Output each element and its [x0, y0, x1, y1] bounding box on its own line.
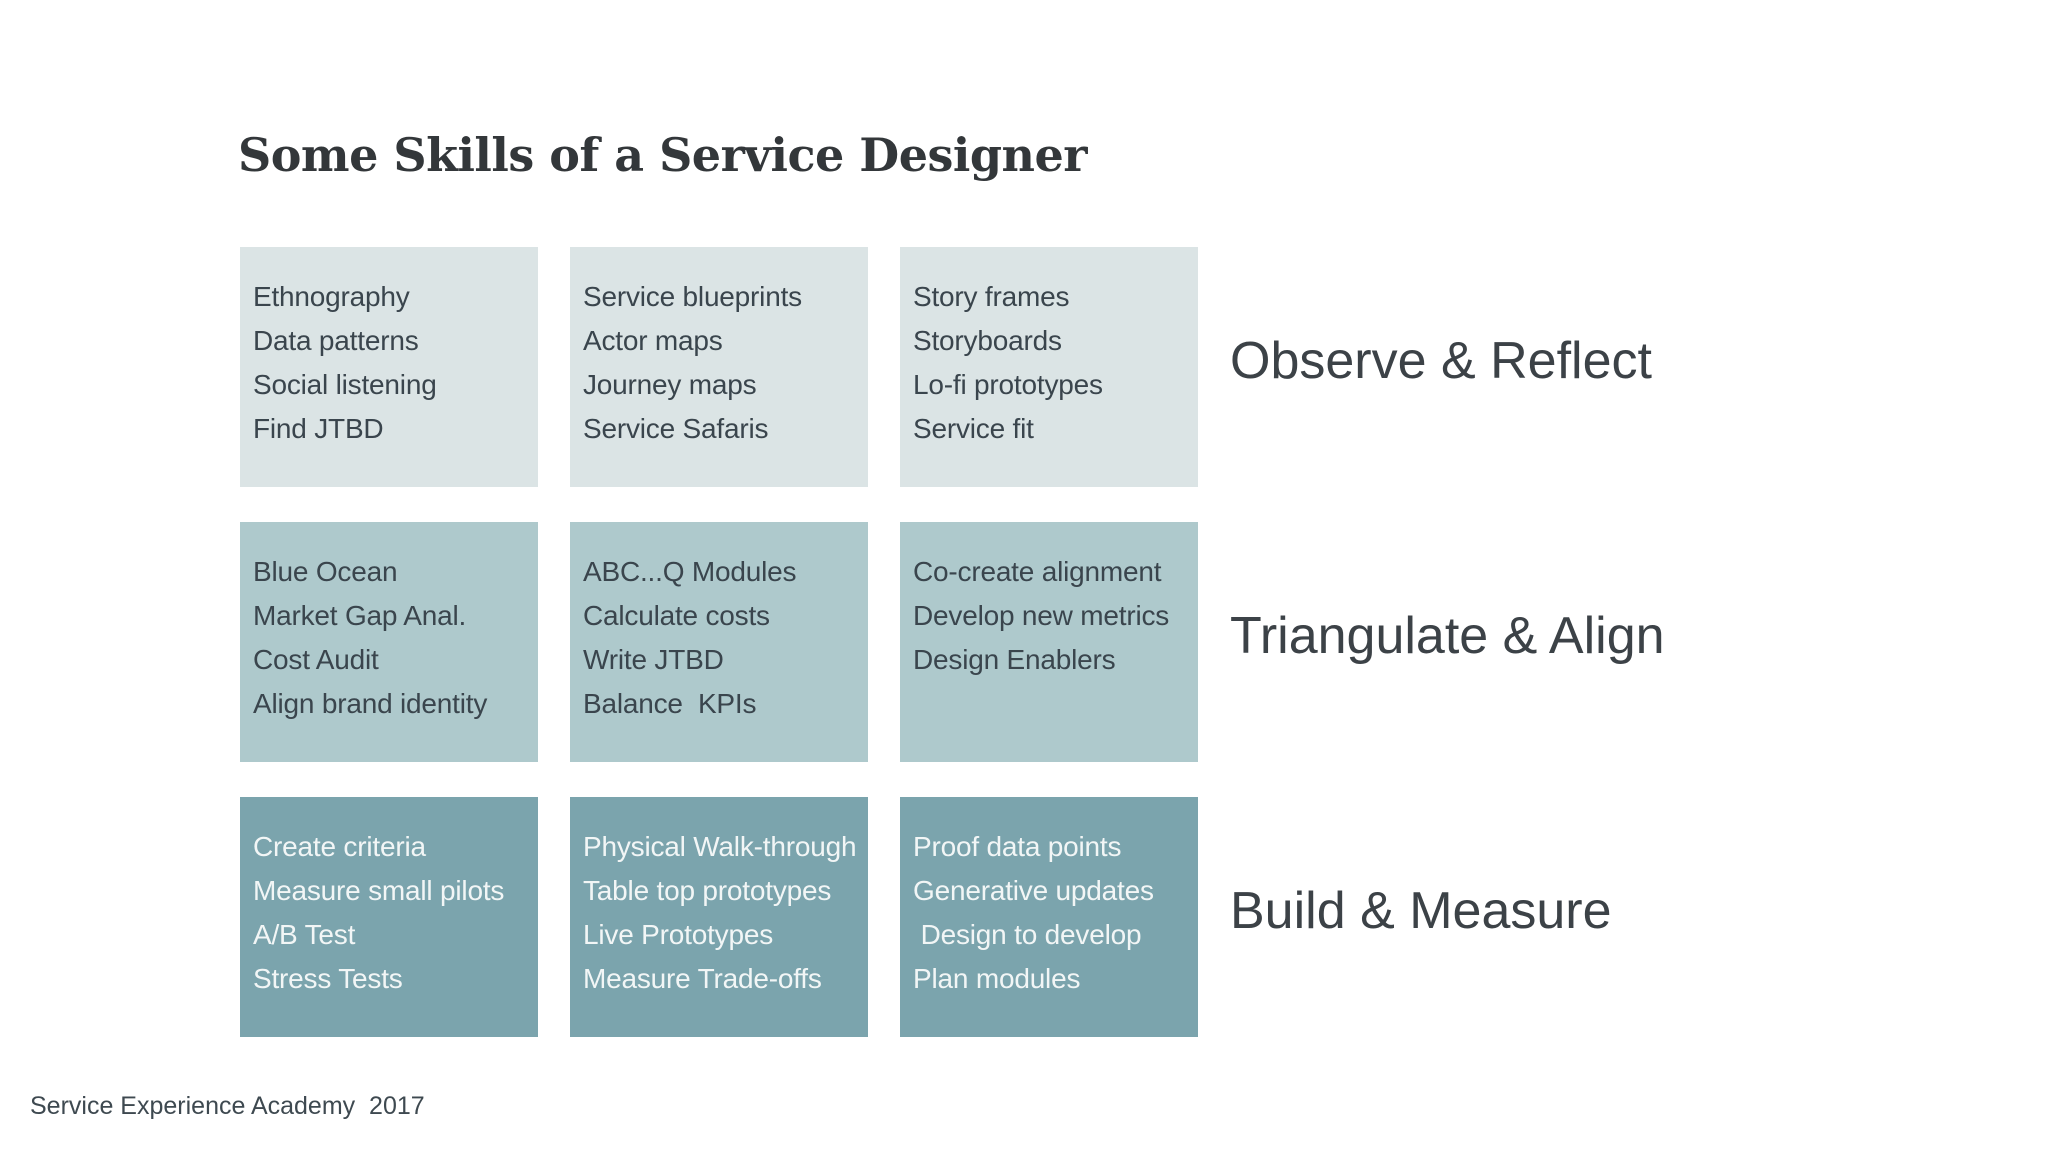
- skill-box-observe-2: Service blueprints Actor maps Journey ma…: [570, 247, 868, 487]
- skill-box-observe-3: Story frames Storyboards Lo-fi prototype…: [900, 247, 1198, 487]
- skill-item: Proof data points: [913, 831, 1122, 862]
- row-label-triangulate-align: Triangulate & Align: [1230, 607, 1665, 665]
- skill-item: Co-create alignment: [913, 556, 1162, 587]
- skill-item: Create criteria: [253, 831, 426, 862]
- skill-item: Live Prototypes: [583, 919, 773, 950]
- skill-item: Calculate costs: [583, 600, 770, 631]
- skill-item: Actor maps: [583, 325, 723, 356]
- skill-item: Cost Audit: [253, 644, 379, 675]
- skill-item: Ethnography: [253, 281, 410, 312]
- slide-title: Some Skills of a Service Designer: [238, 128, 1087, 182]
- skill-box-build-2: Physical Walk-through Table top prototyp…: [570, 797, 868, 1037]
- skill-item: Table top prototypes: [583, 875, 832, 906]
- skill-item: A/B Test: [253, 919, 356, 950]
- skill-item: Plan modules: [913, 963, 1081, 994]
- skill-item: Journey maps: [583, 369, 757, 400]
- skill-item: Design to develop: [913, 919, 1142, 950]
- skill-box-triangulate-3: Co-create alignment Develop new metrics …: [900, 522, 1198, 762]
- skill-box-triangulate-1: Blue Ocean Market Gap Anal. Cost Audit A…: [240, 522, 538, 762]
- row-build-measure: Create criteria Measure small pilots A/B…: [240, 797, 1198, 1037]
- skill-item: Design Enablers: [913, 644, 1116, 675]
- skills-grid: Ethnography Data patterns Social listeni…: [240, 247, 1198, 1072]
- skill-item: Generative updates: [913, 875, 1154, 906]
- skill-item: Social listening: [253, 369, 437, 400]
- skill-item: Develop new metrics: [913, 600, 1170, 631]
- skill-item: Service blueprints: [583, 281, 802, 312]
- skill-item: Balance KPIs: [583, 688, 757, 719]
- row-observe-reflect: Ethnography Data patterns Social listeni…: [240, 247, 1198, 487]
- skill-item: ABC...Q Modules: [583, 556, 797, 587]
- skill-item: Market Gap Anal.: [253, 600, 467, 631]
- skill-item: Align brand identity: [253, 688, 488, 719]
- footer-credit: Service Experience Academy 2017: [30, 1092, 425, 1120]
- skill-box-build-1: Create criteria Measure small pilots A/B…: [240, 797, 538, 1037]
- skill-item: Blue Ocean: [253, 556, 398, 587]
- row-label-build-measure: Build & Measure: [1230, 882, 1612, 940]
- skill-item: Write JTBD: [583, 644, 724, 675]
- skill-box-observe-1: Ethnography Data patterns Social listeni…: [240, 247, 538, 487]
- row-triangulate-align: Blue Ocean Market Gap Anal. Cost Audit A…: [240, 522, 1198, 762]
- skill-item: Service Safaris: [583, 413, 769, 444]
- skill-item: Measure Trade-offs: [583, 963, 822, 994]
- skill-item: Story frames: [913, 281, 1070, 312]
- row-label-observe-reflect: Observe & Reflect: [1230, 332, 1652, 390]
- skill-item: Measure small pilots: [253, 875, 505, 906]
- skill-item: Lo-fi prototypes: [913, 369, 1103, 400]
- skill-item: Physical Walk-through: [583, 831, 857, 862]
- skill-item: Storyboards: [913, 325, 1062, 356]
- skill-box-triangulate-2: ABC...Q Modules Calculate costs Write JT…: [570, 522, 868, 762]
- skill-box-build-3: Proof data points Generative updates Des…: [900, 797, 1198, 1037]
- skill-item: Data patterns: [253, 325, 419, 356]
- skill-item: Find JTBD: [253, 413, 384, 444]
- skill-item: Stress Tests: [253, 963, 403, 994]
- skill-item: Service fit: [913, 413, 1034, 444]
